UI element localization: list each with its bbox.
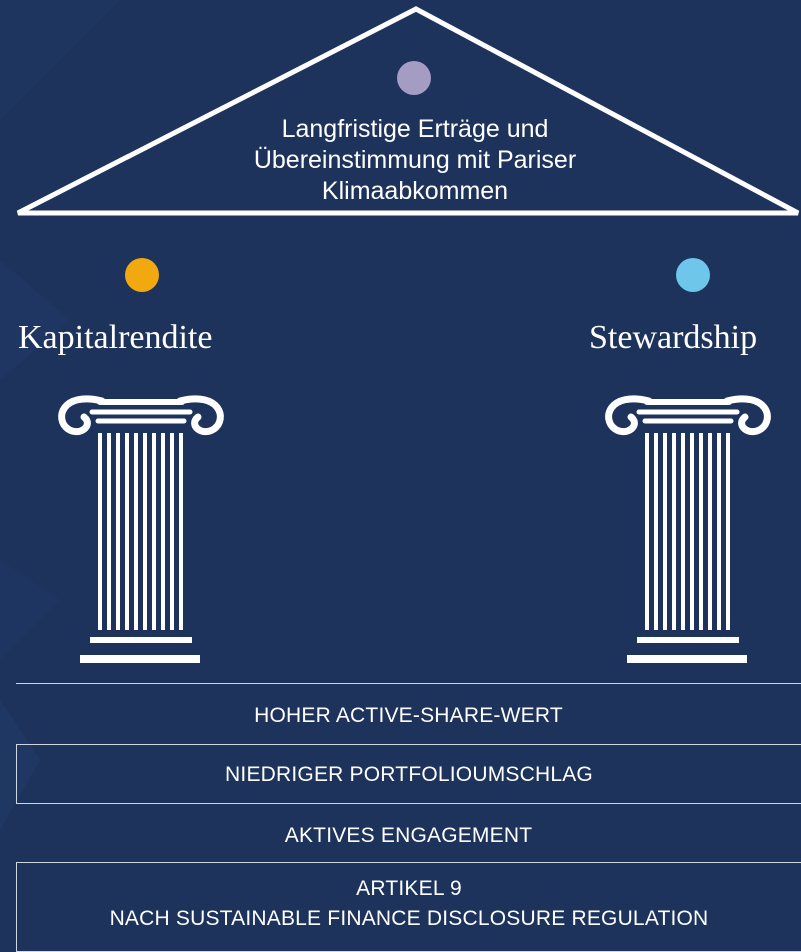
foundation-label: NIEDRIGER PORTFOLIOUMSCHLAG bbox=[225, 763, 593, 786]
foundation-band: AKTIVES ENGAGEMENT bbox=[16, 805, 801, 862]
roof-dot bbox=[397, 61, 431, 95]
foundation-label: NACH SUSTAINABLE FINANCE DISCLOSURE REGU… bbox=[109, 907, 709, 930]
ionic-column-icon bbox=[605, 395, 771, 663]
foundation-label: AKTIVES ENGAGEMENT bbox=[284, 824, 533, 847]
roof-title-line: Übereinstimmung mit Pariser bbox=[253, 146, 577, 174]
foundation-band: ARTIKEL 9 NACH SUSTAINABLE FINANCE DISCL… bbox=[16, 862, 801, 952]
pillar-title-capital: Kapitalrendite bbox=[18, 319, 213, 356]
foundation-band: NIEDRIGER PORTFOLIOUMSCHLAG bbox=[16, 744, 801, 804]
roof-title-line: Langfristige Erträge und bbox=[281, 115, 549, 143]
roof-title-line: Klimaabkommen bbox=[321, 177, 509, 205]
foundation-label: HOHER ACTIVE-SHARE-WERT bbox=[254, 704, 563, 727]
pillar-title-stewardship: Stewardship bbox=[589, 319, 758, 356]
foundation-label: ARTIKEL 9 bbox=[356, 877, 462, 900]
capital-dot bbox=[125, 258, 159, 292]
stewardship-dot bbox=[676, 258, 710, 292]
foundation-band: HOHER ACTIVE-SHARE-WERT bbox=[16, 683, 801, 743]
ionic-column-icon bbox=[58, 395, 224, 663]
roof-pediment bbox=[16, 6, 800, 216]
roof-title: Langfristige Erträge und Übereinstimmung… bbox=[150, 114, 680, 207]
